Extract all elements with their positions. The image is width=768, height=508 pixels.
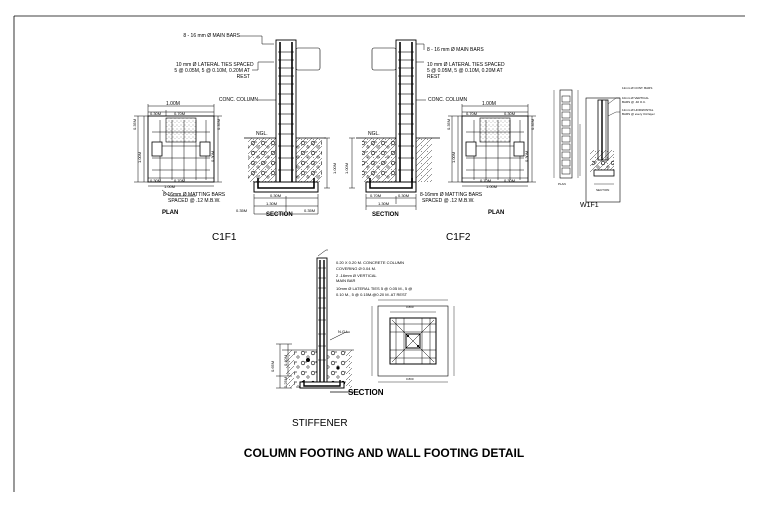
stiffener-section-label: SECTION: [348, 388, 384, 397]
w1f1-drawing: [553, 89, 621, 203]
c1f1-dim-plan-030-top: 0.30M: [150, 111, 162, 116]
c1f1-dim-section-030: 0.30M: [270, 193, 282, 198]
c1f1-plan-drawing: [134, 104, 222, 197]
c1f1-dim-plan-030-right: 0.30M: [210, 150, 215, 162]
stiffener-plan-dim-bottom: 0.800: [406, 377, 414, 381]
c1f1-plan-column: [165, 117, 197, 143]
stiffener-note-main-bar: MAIN BAR: [336, 278, 356, 283]
c1f1-dim-plan-070-bottom: 0.70M: [174, 178, 186, 183]
c1f1-dim-plan-100-left: 1.00M: [137, 151, 142, 163]
c1f2-dim-section-070: 0.70M: [370, 193, 382, 198]
c1f2-dim-plan-070-bottom: 0.70M: [480, 178, 492, 183]
c1f2-ties-note-line1: 10 mm Ø LATERAL TIES SPACED: [427, 62, 505, 68]
stiffener-dim-040: 0.40M: [283, 354, 288, 366]
stiffener-note-ties-line1: 10mm Ø LATERAL TIES 5 @ 0.05 M., 5 @: [336, 286, 413, 291]
c1f2-dim-plan-035-right: 0.35M: [530, 118, 535, 130]
stiffener-note-covering: COVERING Ø 0.04 M.: [336, 266, 377, 271]
c1f2-dim-plan-030-bottom: 0.30M: [504, 178, 516, 183]
c1f1-dim-section-depth: 1.00M: [332, 162, 337, 174]
c1f1-column: [275, 39, 297, 183]
stiffener-dim-065: 0.65M: [270, 360, 275, 372]
c1f2-ties-note-line2: 5 @ 0.05M, 5 @ 0.10M, 0.20M AT: [427, 68, 503, 74]
c1f2-dim-plan-width-bottom: 1.00M: [486, 184, 498, 189]
c1f1-dim-plan-width-bottom: 1.00M: [164, 184, 176, 189]
c1f2-dim-section-depth: 1.00M: [344, 162, 349, 174]
c1f2-ties-note-line3: REST: [427, 74, 441, 80]
w1f1-caption: W1F1: [580, 202, 599, 209]
c1f1-ngl-label: NGL.: [256, 131, 268, 137]
c1f2-dim-plan-035-left: 0.35M: [446, 118, 451, 130]
c1f1-section-label: SECTION: [266, 212, 293, 218]
c1f2-plan-drawing: [448, 104, 536, 187]
c1f1-matting-note-line1: 8-16mm Ø MATTING BARS: [163, 192, 226, 198]
stiffener-note-vertical-bar: 2 -16mm Ø VERTICAL: [336, 273, 377, 278]
c1f2-plan-label: PLAN: [488, 210, 505, 216]
c1f1-dim-section-130: 1.30M: [266, 201, 278, 206]
w1f1-note-vertical-spacing: BARS @ .40 O.C.: [622, 100, 647, 104]
w1f1-plan-label: PLAN: [558, 182, 566, 186]
stiffener-caption: STIFFENER: [292, 418, 348, 429]
c1f2-conc-column-label: CONC. COLUMN: [428, 97, 468, 103]
c1f1-ties-note-line1: 10 mm Ø LATERAL TIES SPACED: [176, 62, 254, 68]
c1f2-dim-plan-030-top: 0.30M: [504, 111, 516, 116]
c1f1-main-bars-note: 8 - 16 mm Ø MAIN BARS: [183, 33, 240, 39]
c1f1-dim-plan-070-top: 0.70M: [174, 111, 186, 116]
c1f1-dim-section-035-right: 0.35M: [304, 208, 316, 213]
stiffener-section-drawing: [276, 249, 360, 393]
c1f2-ngl-label: NGL.: [368, 131, 380, 137]
stiffener-ngl-label: N.G.L.: [338, 329, 350, 334]
stiffener-note-column-size: 0.20 X 0.20 M. CONCRETE COLUMN: [336, 260, 405, 265]
c1f2-column: [395, 39, 417, 183]
c1f1-dim-plan-width: 1.00M: [166, 101, 180, 107]
c1f1-dim-plan-035-right: 0.35M: [216, 118, 221, 130]
c1f2-dim-plan-070-top: 0.70M: [466, 111, 478, 116]
c1f2-main-bars-note: 8 - 16 mm Ø MAIN BARS: [427, 47, 484, 53]
c1f1-dim-plan-035-left: 0.35M: [132, 118, 137, 130]
stiffener-plan-drawing: [371, 299, 455, 383]
w1f1-note-horizontal-bars: 12mm Ø HORIZONTAL: [622, 108, 654, 112]
w1f1-note-horizontal-spacing: BARS @ every 3rd layer: [622, 112, 655, 116]
w1f1-note-cont-bars: 12mm Ø CONT. BARS: [622, 86, 653, 90]
c1f1-footing-slab: [253, 181, 319, 193]
drawing-title: COLUMN FOOTING AND WALL FOOTING DETAIL: [243, 446, 525, 460]
c1f1-section-drawing: [240, 35, 330, 215]
c1f2-dim-plan-030-right: 0.30M: [524, 150, 529, 162]
w1f1-section-label: SECTION: [596, 188, 610, 192]
c1f1-ties-note-line3: REST: [236, 74, 250, 80]
c1f1-matting-note-line2: SPACED @ .12 M.B.W.: [168, 198, 221, 204]
c1f1-dim-section-035-left: 0.35M: [236, 208, 248, 213]
c1f1-caption: C1F1: [212, 232, 237, 243]
c1f2-dim-plan-100-left: 1.00M: [451, 151, 456, 163]
c1f2-dim-section-130: 1.30M: [378, 201, 390, 206]
c1f2-dim-section-030: 0.30M: [398, 193, 410, 198]
w1f1-note-vertical-bars: 10mm Ø VERTICAL: [622, 96, 649, 100]
stiffener-dim-025: 0.25M: [283, 376, 288, 388]
c1f1-plan-label: PLAN: [162, 210, 179, 216]
c1f1-conc-column-label: CONC. COLUMN: [218, 97, 258, 103]
c1f2-matting-note-line1: 8-16mm Ø MATTING BARS: [420, 192, 483, 198]
c1f1-dim-plan-030-bottom: 0.30M: [150, 178, 162, 183]
c1f2-section-label: SECTION: [372, 212, 399, 218]
stiffener-note-ties-line2: 0.10 M., 5 @ 0.15M.@0.20 M. AT REST: [336, 292, 408, 297]
c1f2-matting-note-line2: SPACED @ .12 M.B.W.: [422, 198, 475, 204]
c1f2-footing-slab: [365, 181, 417, 193]
c1f2-dim-plan-width: 1.00M: [482, 101, 496, 107]
stiffener-plan-dim-top: 0.800: [406, 305, 414, 309]
c1f2-caption: C1F2: [446, 232, 471, 243]
c1f2-section-drawing: [349, 39, 440, 210]
c1f1-ties-note-line2: 5 @ 0.05M, 5 @ 0.10M, 0.20M AT: [174, 68, 250, 74]
